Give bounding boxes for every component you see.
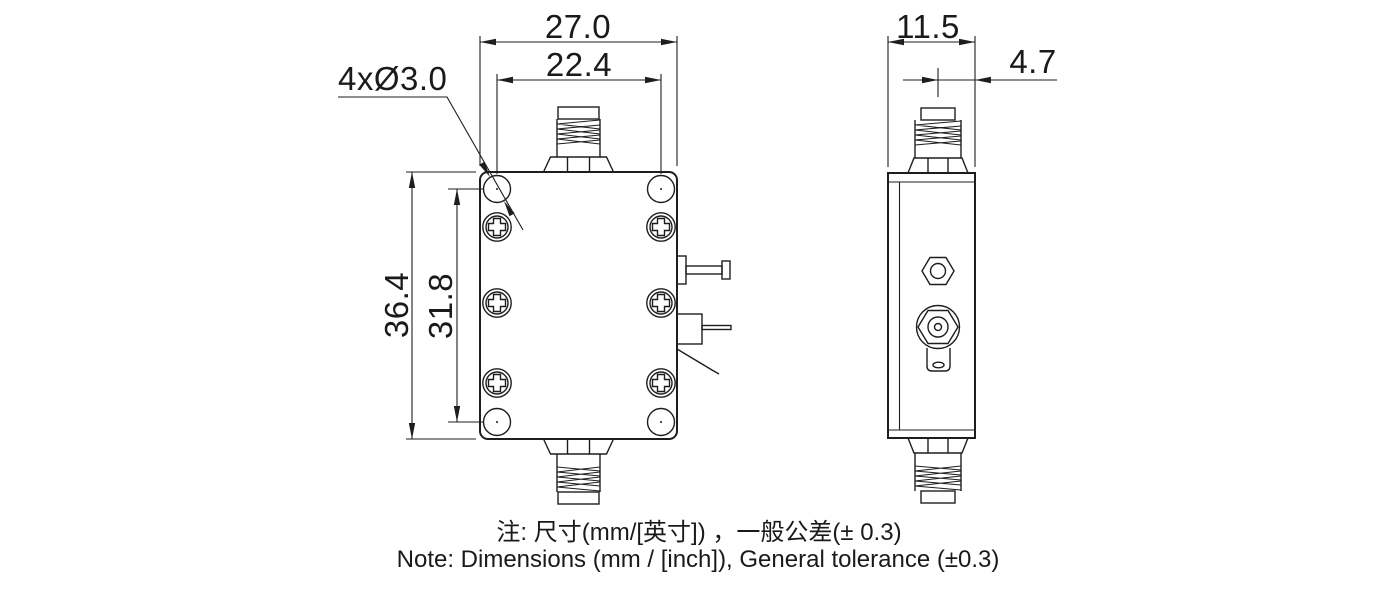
dim-connector-offset: 4.7 xyxy=(1009,43,1056,80)
sma-connector-bottom xyxy=(542,438,615,505)
notes-block: 注: 尺寸(mm/[英寸]) ，一般公差(± 0.3) Note: Dimens… xyxy=(397,519,1000,573)
sma-connector-top xyxy=(542,106,615,173)
front-view xyxy=(479,106,732,505)
front-dimensions: 27.0 22.4 36.4 31.8 4xØ3.0 xyxy=(338,8,678,440)
sma-connector-bottom-side xyxy=(907,437,969,504)
phillips-screw xyxy=(482,368,512,398)
side-dimensions: 11.5 4.7 xyxy=(887,8,1057,167)
phillips-screw xyxy=(482,212,512,242)
note-chinese: 注: 尺寸(mm/[英寸]) ，一般公差(± 0.3) xyxy=(496,519,901,546)
phillips-screw xyxy=(646,212,676,242)
coax-feedthrough-lower xyxy=(915,304,961,372)
ground-wire xyxy=(676,348,720,375)
feedthrough-pin-upper xyxy=(676,255,731,285)
solder-tab-hole xyxy=(932,361,945,369)
dim-depth: 11.5 xyxy=(896,8,960,45)
phillips-screw xyxy=(482,288,512,318)
feedthrough-pin-lower xyxy=(676,313,732,345)
solder-tab xyxy=(926,348,951,372)
dim-hole-span: 31.8 xyxy=(422,273,459,339)
side-housing-lid-lines xyxy=(888,181,975,431)
dim-connector-span: 22.4 xyxy=(546,46,612,83)
hex-feedthrough-upper xyxy=(921,256,955,286)
dim-overall-height: 36.4 xyxy=(378,272,415,338)
sma-connector-top-side xyxy=(907,107,969,174)
dim-overall-width: 27.0 xyxy=(545,8,611,45)
side-view xyxy=(887,107,976,504)
phillips-screw xyxy=(646,368,676,398)
note-english: Note: Dimensions (mm / [inch]), General … xyxy=(397,546,1000,573)
corner-hole-top-left xyxy=(482,174,512,204)
corner-hole-top-right xyxy=(646,174,676,204)
corner-hole-bottom-left xyxy=(482,407,512,437)
side-housing-outline xyxy=(887,172,976,439)
corner-hole-bottom-right xyxy=(646,407,676,437)
hole-callout-label: 4xØ3.0 xyxy=(338,60,447,97)
phillips-screw xyxy=(646,288,676,318)
hole-callout: 4xØ3.0 xyxy=(338,60,524,231)
